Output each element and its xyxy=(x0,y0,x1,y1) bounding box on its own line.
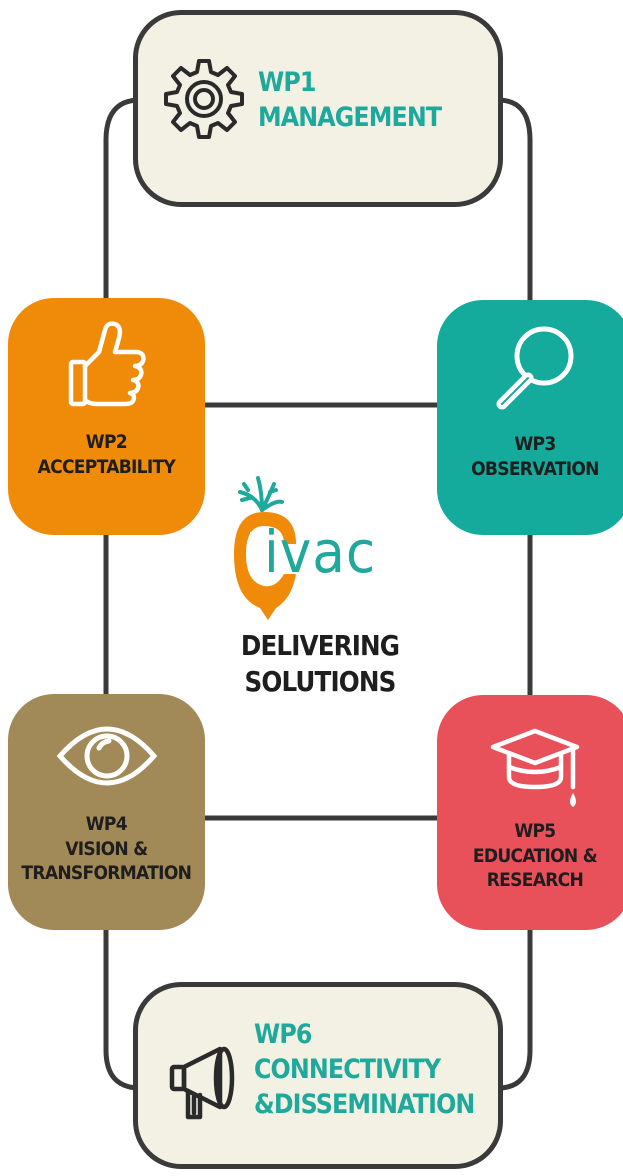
megaphone-icon xyxy=(169,1046,235,1120)
wp5-name-line1: EDUCATION & xyxy=(472,844,597,867)
wp4-name-line2: TRANSFORMATION xyxy=(21,862,193,885)
wp1-label: WP1 MANAGEMENT xyxy=(258,65,442,135)
thumbs-up-icon xyxy=(68,321,146,407)
center-tagline: DELIVERING SOLUTIONS xyxy=(214,628,425,701)
carrot-leaves-icon xyxy=(238,476,284,512)
tagline-line2: SOLUTIONS xyxy=(244,665,397,699)
wp2-acceptability-tile: WP2 ACCEPTABILITY xyxy=(8,298,205,535)
connector-left-top xyxy=(103,97,141,300)
wp6-code: WP6 xyxy=(254,1019,312,1050)
eye-icon xyxy=(56,726,157,786)
gear-icon xyxy=(164,59,244,139)
wp2-code: WP2 xyxy=(85,431,128,453)
logo-wordmark: ivac xyxy=(264,518,377,586)
wp1-code: WP1 xyxy=(258,67,316,98)
wp3-code: WP3 xyxy=(513,433,556,455)
wp2-name: ACCEPTABILITY xyxy=(37,455,176,478)
wp3-observation-tile: WP3 OBSERVATION xyxy=(437,300,623,535)
wp2-label: WP2 ACCEPTABILITY xyxy=(37,430,176,479)
connector-right-top xyxy=(497,97,533,302)
wp6-name-line1: CONNECTIVITY xyxy=(254,1054,441,1086)
wp4-name-line1: VISION & xyxy=(65,837,148,860)
connector-right-bottom xyxy=(497,930,533,1091)
graduation-cap-icon xyxy=(490,728,579,807)
city-skyline-icon xyxy=(250,528,279,562)
wp4-vision-tile: WP4 VISION & TRANSFORMATION xyxy=(8,694,205,930)
wp6-name-line2: &DISSEMINATION xyxy=(254,1089,475,1121)
wp5-education-tile: WP5 EDUCATION & RESEARCH xyxy=(437,695,623,930)
wp6-label: WP6 CONNECTIVITY &DISSEMINATION xyxy=(254,1017,475,1122)
wp4-code: WP4 xyxy=(85,813,128,835)
wp6-connectivity-box: WP6 CONNECTIVITY &DISSEMINATION xyxy=(133,982,503,1169)
wp1-management-box: WP1 MANAGEMENT xyxy=(133,10,503,207)
wp3-name: OBSERVATION xyxy=(470,457,599,480)
magnifier-icon xyxy=(496,326,573,410)
tagline-line1: DELIVERING xyxy=(240,629,400,662)
carrot-c-icon xyxy=(234,512,296,620)
wp1-name: MANAGEMENT xyxy=(258,102,442,134)
civac-logo xyxy=(234,476,296,620)
wp4-label: WP4 VISION & TRANSFORMATION xyxy=(21,812,193,886)
wp5-code: WP5 xyxy=(513,820,556,842)
wp5-label: WP5 EDUCATION & RESEARCH xyxy=(472,819,597,893)
connector-left-bottom xyxy=(103,930,141,1091)
wp5-name-line2: RESEARCH xyxy=(486,869,583,892)
wp3-label: WP3 OBSERVATION xyxy=(471,432,599,481)
